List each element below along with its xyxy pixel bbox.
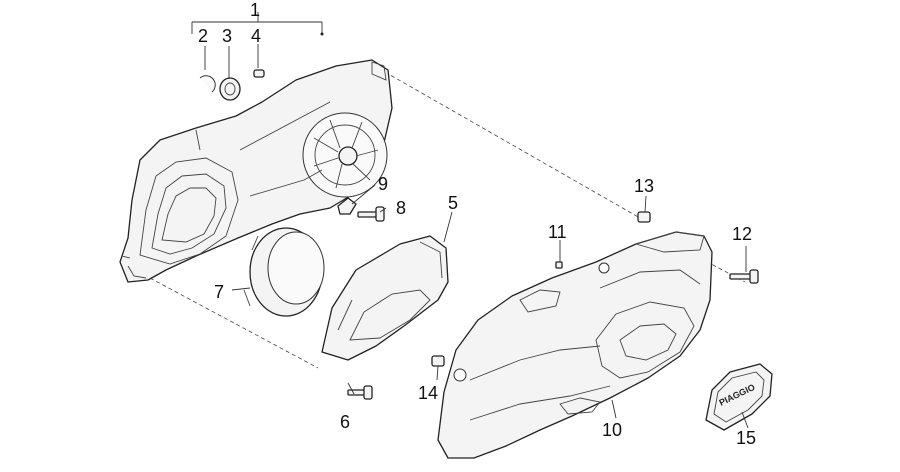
screw — [357, 206, 385, 222]
callout-labels: 1 2 3 4 5 6 7 8 9 10 11 12 13 14 15 — [198, 0, 756, 448]
callout-7: 7 — [214, 282, 224, 302]
callout-15: 15 — [736, 428, 756, 448]
callout-13: 13 — [634, 176, 654, 196]
callout-3: 3 — [222, 26, 232, 46]
bearing — [219, 77, 241, 101]
screw — [347, 385, 373, 400]
callout-12: 12 — [732, 224, 752, 244]
air-filter-sleeve — [243, 227, 325, 317]
dowel-pin — [253, 69, 265, 78]
callout-1: 1 — [250, 0, 260, 20]
bolt — [729, 269, 759, 284]
inner-transmission-cover — [119, 59, 393, 283]
callout-10: 10 — [602, 420, 622, 440]
callout-6: 6 — [340, 412, 350, 432]
callout-4: 4 — [251, 26, 261, 46]
logo-badge: PIAGGIO — [705, 363, 773, 431]
circlip — [199, 75, 216, 93]
air-duct-cover — [321, 235, 449, 361]
plug — [637, 211, 651, 223]
outer-transmission-cover — [437, 231, 713, 459]
callout-8: 8 — [396, 198, 406, 218]
leader-lines — [191, 12, 749, 429]
callout-11: 11 — [548, 222, 567, 242]
clip — [337, 197, 357, 215]
callout-2: 2 — [198, 26, 208, 46]
callout-5: 5 — [448, 193, 458, 213]
callout-14: 14 — [418, 383, 438, 403]
callout-9: 9 — [378, 174, 388, 194]
stud — [555, 261, 563, 269]
bolt — [431, 355, 445, 367]
